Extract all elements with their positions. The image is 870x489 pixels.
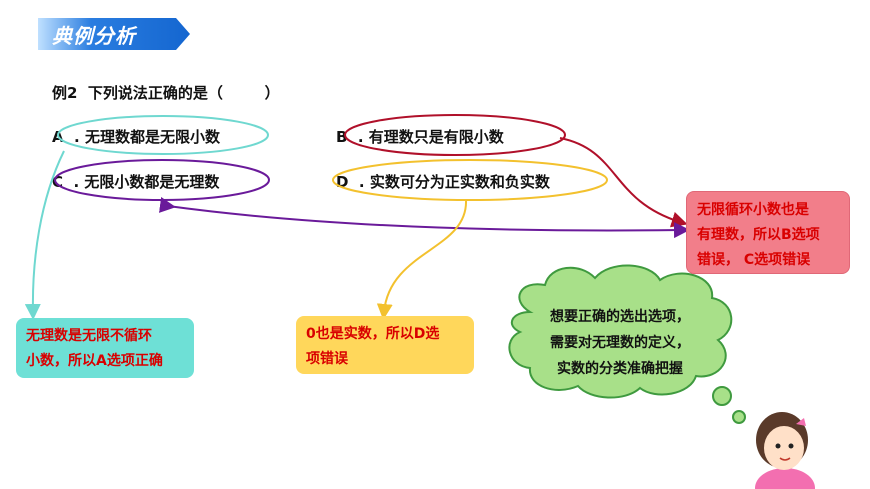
option-c: C . 无限小数都是无理数 [52, 173, 220, 191]
option-b-highlight [344, 114, 566, 156]
cloud-text: 想要正确的选出选项， 需要对无理数的定义， 实数的分类准确把握 [530, 304, 710, 382]
arrow-b-to-note [559, 137, 688, 228]
option-b: B . 有理数只是有限小数 [336, 128, 504, 146]
note-green-line1: 无理数是无限不循环 [26, 328, 152, 344]
note-a-explanation: 无理数是无限不循环 小数，所以A选项正确 [16, 318, 194, 378]
cloud-line1: 想要正确的选出选项， [550, 309, 690, 325]
note-yellow-line1: 0也是实数，所以D选 [306, 326, 440, 342]
arrow-d-to-note [376, 199, 468, 320]
thought-cloud [508, 264, 746, 424]
note-yellow-line2: 项错误 [306, 351, 348, 367]
cloud-line3: 实数的分类准确把握 [557, 361, 683, 377]
section-banner: 典例分析 [38, 14, 190, 54]
option-c-highlight [54, 159, 270, 201]
banner-shape [38, 18, 190, 50]
note-b-c-explanation: 无限循环小数也是 有理数，所以B选项 错误， C选项错误 [686, 191, 850, 274]
arrow-a-to-note [24, 150, 65, 320]
note-red-line1: 无限循环小数也是 [697, 202, 809, 218]
note-d-explanation: 0也是实数，所以D选 项错误 [296, 316, 474, 374]
arrow-c-to-note [158, 196, 690, 239]
note-red-line2: 有理数，所以B选项 [697, 227, 820, 243]
cloud-line2: 需要对无理数的定义， [550, 335, 690, 351]
question-text: 例2 下列说法正确的是（ ） [52, 84, 280, 102]
girl-character-illustration [755, 412, 815, 489]
note-green-line2: 小数，所以A选项正确 [26, 353, 163, 369]
option-d-highlight [332, 159, 608, 201]
banner-title: 典例分析 [52, 24, 136, 48]
note-red-line3: 错误， C选项错误 [697, 252, 811, 268]
option-a-highlight [57, 115, 269, 155]
